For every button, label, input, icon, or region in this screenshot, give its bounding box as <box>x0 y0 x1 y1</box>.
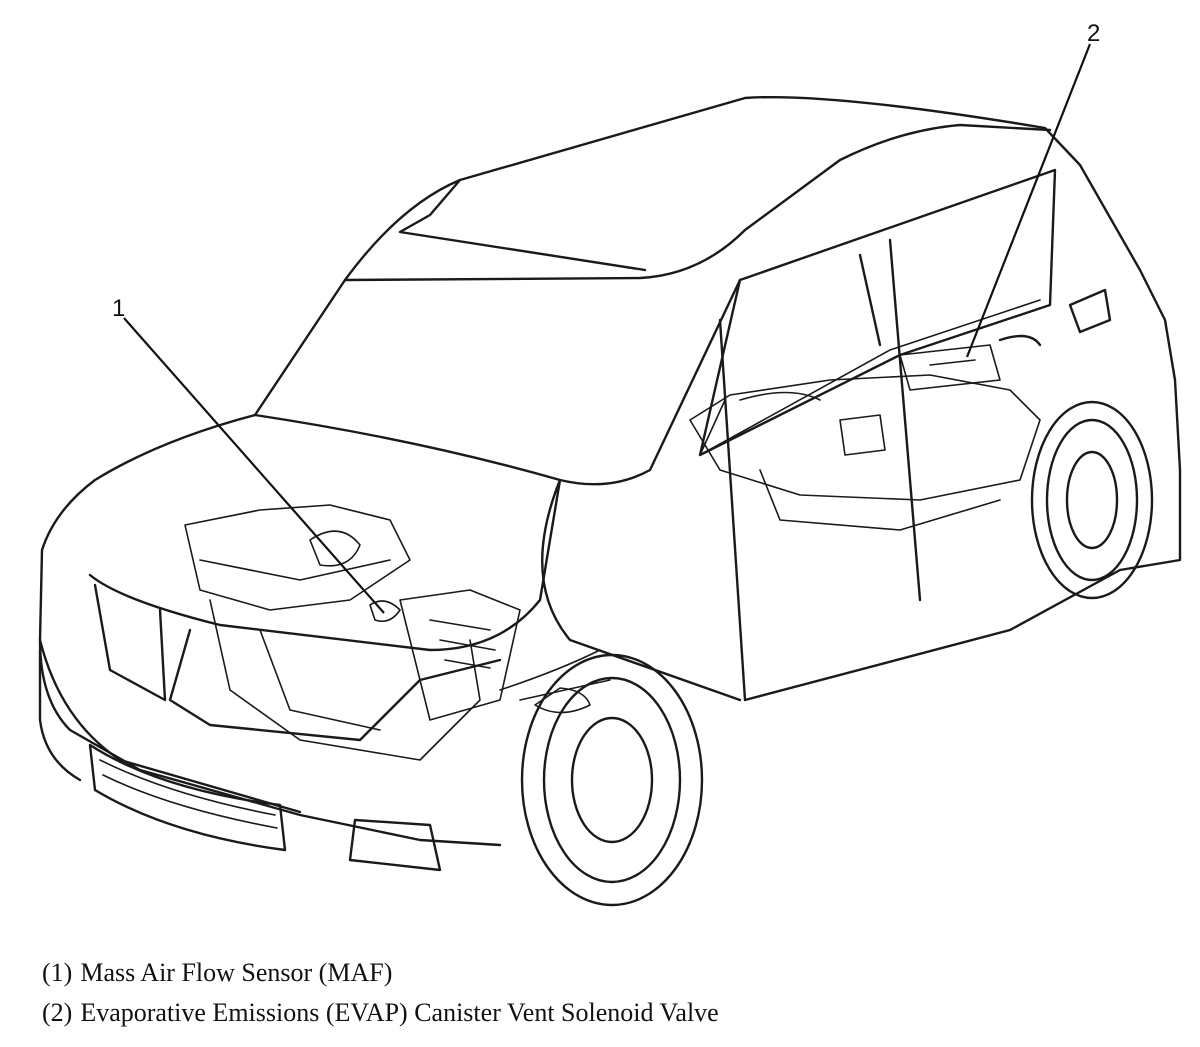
fuel-tank-assembly <box>689 344 1041 531</box>
callout-number-1: 1 <box>112 295 126 322</box>
leader-line-1 <box>123 317 385 614</box>
wheels <box>520 400 1154 907</box>
legend-label: Mass Air Flow Sensor (MAF) <box>80 958 393 987</box>
legend-label: Evaporative Emissions (EVAP) Canister Ve… <box>80 998 719 1027</box>
legend-number: (2) <box>42 998 73 1027</box>
engine-assembly <box>184 504 611 761</box>
legend-item-maf: (1)Mass Air Flow Sensor (MAF) <box>42 953 719 993</box>
callout-number-2: 2 <box>1087 20 1101 47</box>
vehicle-body <box>38 95 1182 847</box>
legend: (1)Mass Air Flow Sensor (MAF) (2)Evapora… <box>42 953 719 1033</box>
leader-line-2 <box>965 43 1092 358</box>
legend-item-evap-valve: (2)Evaporative Emissions (EVAP) Canister… <box>42 993 719 1033</box>
legend-number: (1) <box>42 958 73 987</box>
